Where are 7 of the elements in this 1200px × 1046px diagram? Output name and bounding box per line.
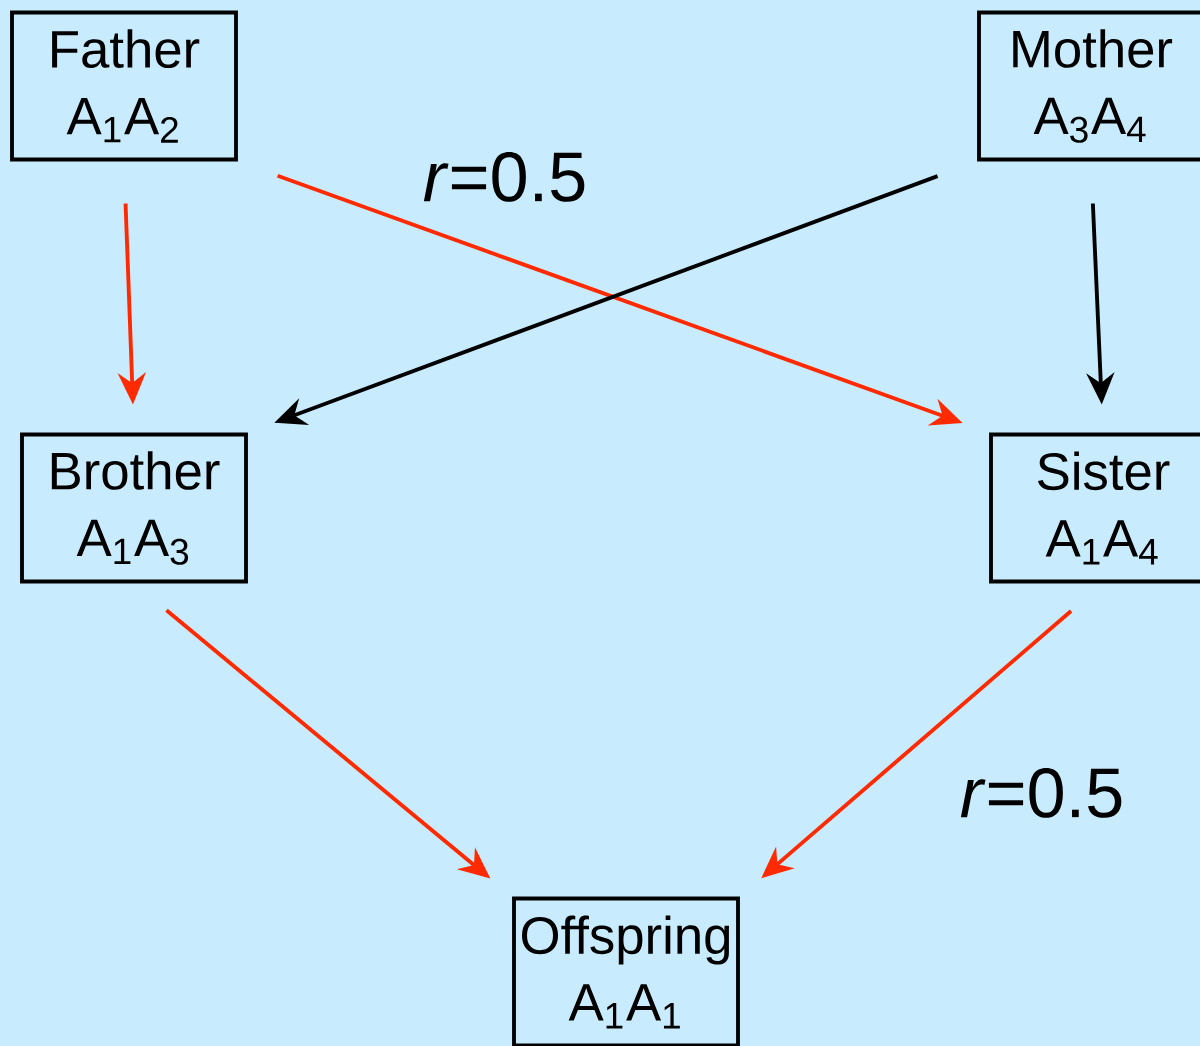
person-box: Mother A$_{3}$A$_{4}$ bbox=[977, 10, 1200, 162]
relatedness-label: r=0.5 bbox=[423, 152, 585, 202]
person-box: Sister A$_{1}$A$_{4}$ bbox=[989, 432, 1200, 584]
person-box: Offspring A$_{1}$A$_{1}$ bbox=[512, 896, 740, 1046]
person-box: Father A$_{1}$A$_{2}$ bbox=[10, 10, 238, 162]
person-box: Brother A$_{1}$A$_{3}$ bbox=[20, 432, 248, 584]
relatedness-label: r=0.5 bbox=[960, 768, 1122, 818]
